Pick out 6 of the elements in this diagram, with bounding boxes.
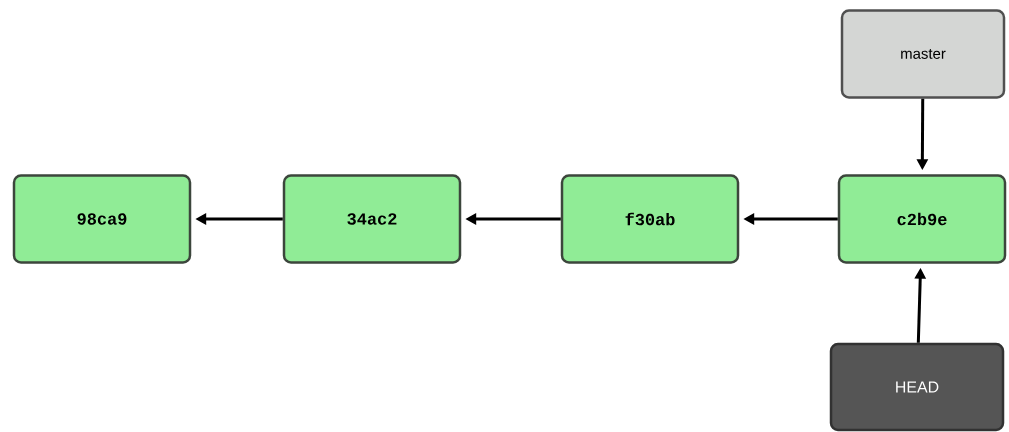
head-box: HEAD <box>829 342 1005 432</box>
branch-box: master <box>840 9 1006 99</box>
commit-box: c2b9e <box>837 174 1007 264</box>
commit-box: 34ac2 <box>282 174 462 264</box>
commit-box: 98ca9 <box>12 174 192 264</box>
commit-box: f30ab <box>560 174 740 264</box>
